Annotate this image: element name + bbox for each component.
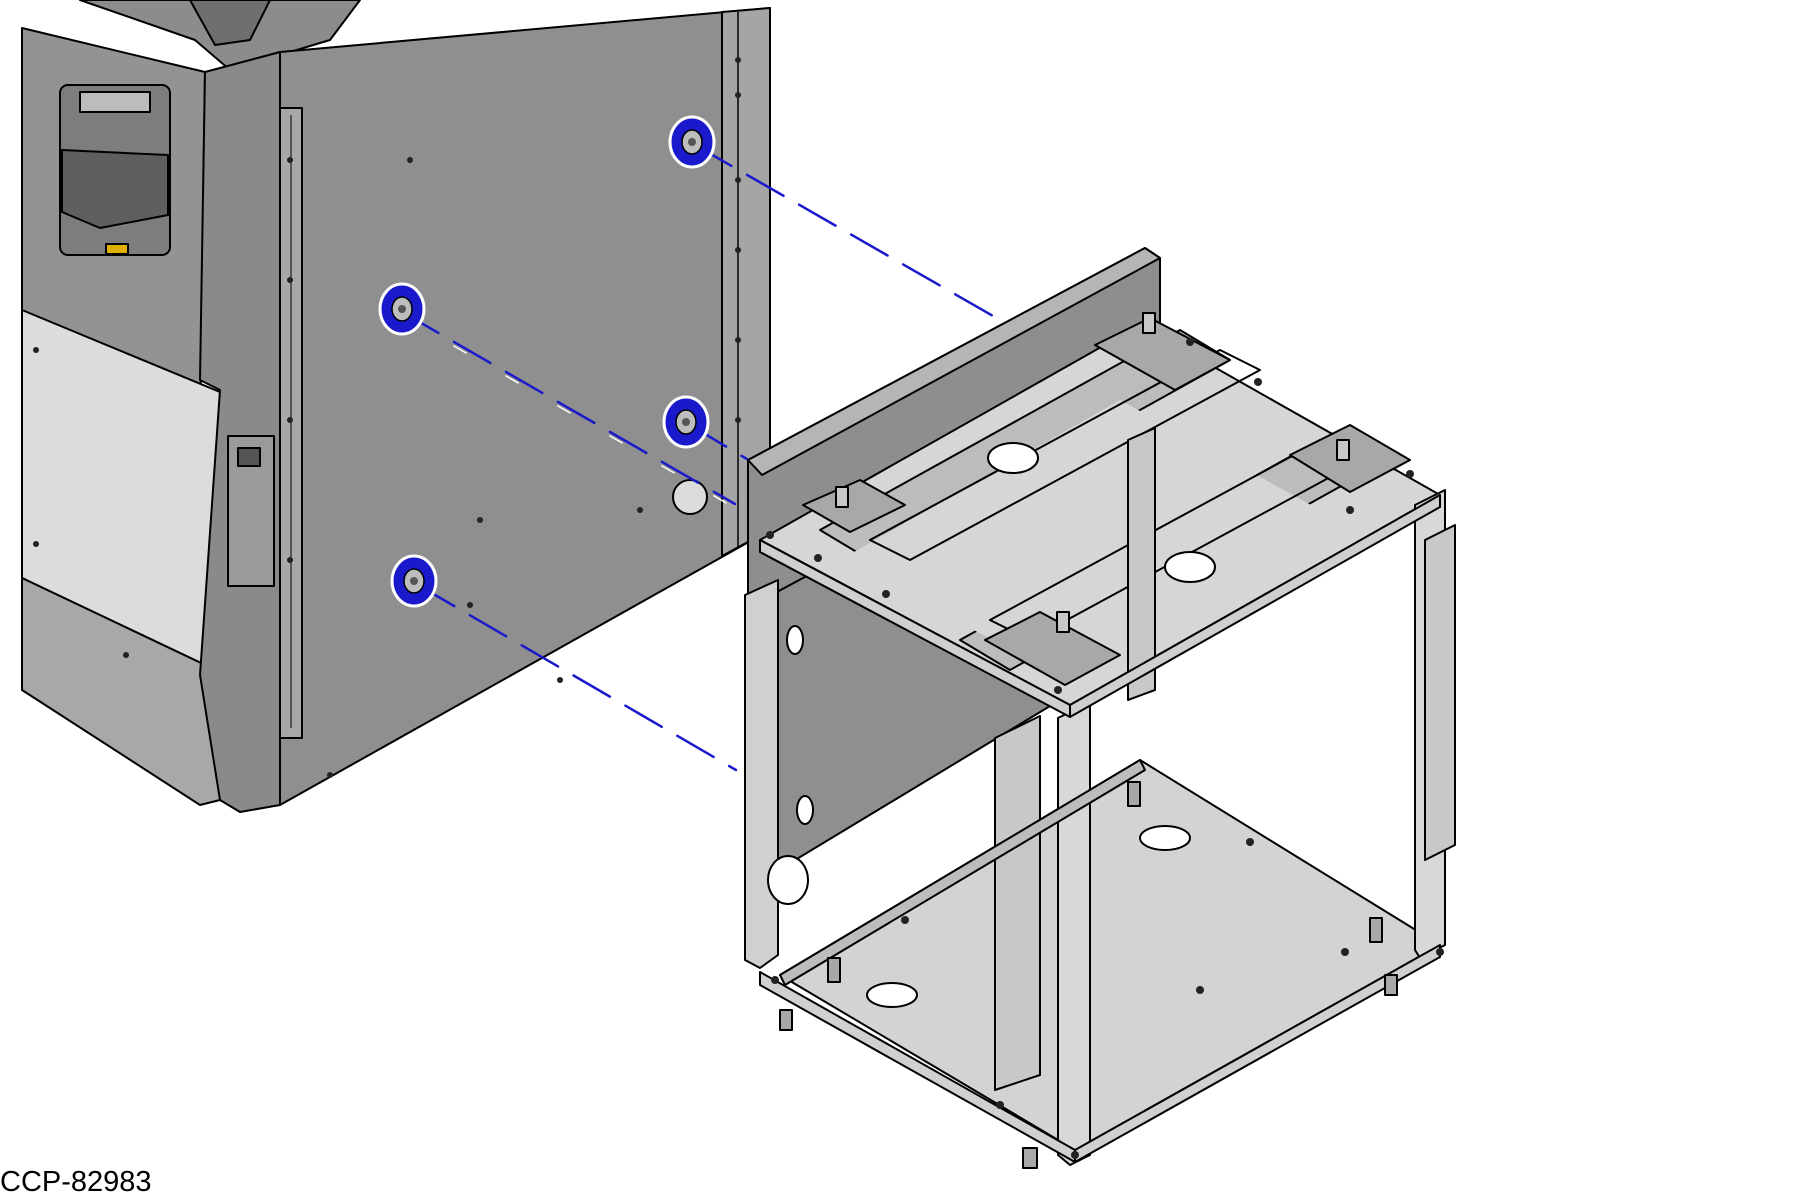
kiosk-cabinet xyxy=(21,0,771,813)
kiosk-mount-hole xyxy=(672,479,708,515)
guide-line-4 xyxy=(416,583,738,772)
screw-hole-icon xyxy=(390,554,438,608)
screw-hole-icon xyxy=(378,282,426,336)
screw-hole-icon xyxy=(662,395,710,449)
stand-frame xyxy=(744,247,1456,1169)
screw-hole-icon xyxy=(668,115,716,169)
frame-bolt-dots xyxy=(766,338,1444,1159)
figure-code-label: CCP-82983 xyxy=(0,1166,152,1198)
kiosk-panel-dots xyxy=(33,57,741,778)
guide-line-2 xyxy=(400,310,737,506)
frame-front-post xyxy=(1057,701,1091,1166)
frame-left-post xyxy=(744,579,779,969)
fasteners xyxy=(378,115,716,608)
frame-floor xyxy=(779,759,1441,1151)
card-reader xyxy=(59,84,171,256)
kiosk-bottom-band xyxy=(21,577,221,806)
kiosk-top-shelf xyxy=(189,0,271,46)
